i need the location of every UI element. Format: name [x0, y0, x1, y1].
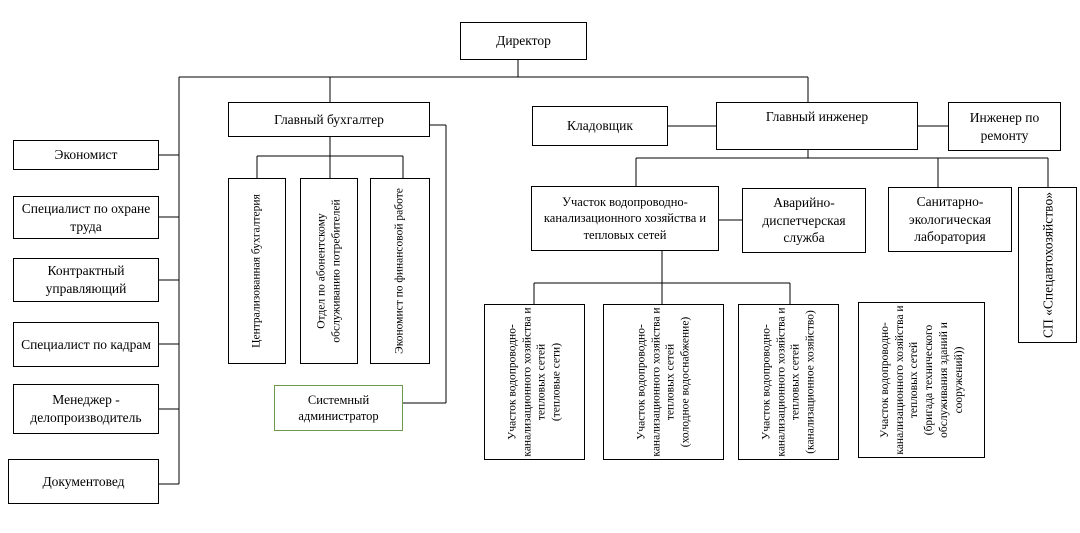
subscriber-service-dept-box: Отдел по абонентскому обслуживанию потре…	[300, 178, 358, 364]
repair-engineer-label: Инженер по ремонту	[969, 109, 1040, 143]
hr-specialist-box: Специалист по кадрам	[13, 322, 159, 367]
labor-safety-specialist-box: Специалист по охране труда	[13, 196, 159, 239]
director-box: Директор	[460, 22, 587, 60]
special-transport-label: СП «Спецавтохозяйство»	[1039, 192, 1055, 338]
office-manager-box: Менеджер - делопроизводитель	[13, 384, 159, 434]
staff-label: Экономист	[54, 147, 118, 163]
accounting-unit-label: Отдел по абонентскому обслуживанию потре…	[315, 199, 342, 343]
sysadmin-label: Системный администратор	[298, 392, 379, 423]
staff-label: Менеджер - делопроизводитель	[30, 392, 142, 425]
chief-engineer-box: Главный инженер	[716, 102, 918, 150]
water-subsection-sewerage-box: Участок водопроводно-канализационного хо…	[738, 304, 839, 460]
storekeeper-box: Кладовщик	[532, 106, 668, 146]
staff-label: Специалист по охране труда	[21, 200, 151, 234]
repair-engineer-box: Инженер по ремонту	[948, 102, 1061, 151]
water-section-box: Участок водопроводно-канализационного хо…	[531, 186, 719, 251]
water-subsection-heating-box: Участок водопроводно-канализационного хо…	[484, 304, 585, 460]
director-label: Директор	[496, 33, 551, 49]
chief-accountant-box: Главный бухгалтер	[228, 102, 430, 137]
emergency-service-label: Аварийно-диспетчерская служба	[762, 195, 846, 246]
water-section-label: Участок водопроводно-канализационного хо…	[543, 195, 707, 242]
emergency-service-box: Аварийно-диспетчерская служба	[742, 188, 866, 253]
sysadmin-box: Системный администратор	[274, 385, 403, 431]
chief-engineer-label: Главный инженер	[765, 109, 869, 124]
staff-label: Документовед	[42, 473, 125, 489]
centralized-accounting-box: Централизованная бухгалтерия	[228, 178, 286, 364]
accounting-unit-label: Централизованная бухгалтерия	[250, 194, 263, 348]
chief-accountant-label: Главный бухгалтер	[274, 111, 384, 127]
document-specialist-box: Документовед	[8, 459, 159, 504]
special-transport-box: СП «Спецавтохозяйство»	[1018, 187, 1077, 343]
contract-manager-box: Контрактный управляющий	[13, 258, 159, 302]
water-subsection-label: Участок водопроводно-канализационного хо…	[878, 305, 964, 455]
economist-box: Экономист	[13, 140, 159, 170]
water-subsection-maintenance-box: Участок водопроводно-канализационного хо…	[858, 302, 985, 458]
accounting-unit-label: Экономист по финансовой работе	[393, 188, 406, 354]
staff-label: Контрактный управляющий	[45, 263, 127, 296]
water-subsection-cold-water-box: Участок водопроводно-канализационного хо…	[603, 304, 724, 460]
staff-label: Специалист по кадрам	[21, 336, 151, 352]
water-subsection-label: Участок водопроводно-канализационного хо…	[635, 307, 692, 457]
water-subsection-label: Участок водопроводно-канализационного хо…	[760, 307, 817, 457]
storekeeper-label: Кладовщик	[567, 118, 633, 134]
sanitary-lab-label: Санитарно-экологическая лаборатория	[908, 194, 992, 245]
water-subsection-label: Участок водопроводно-канализационного хо…	[506, 307, 563, 457]
sanitary-lab-box: Санитарно-экологическая лаборатория	[888, 187, 1012, 252]
financial-economist-box: Экономист по финансовой работе	[370, 178, 430, 364]
